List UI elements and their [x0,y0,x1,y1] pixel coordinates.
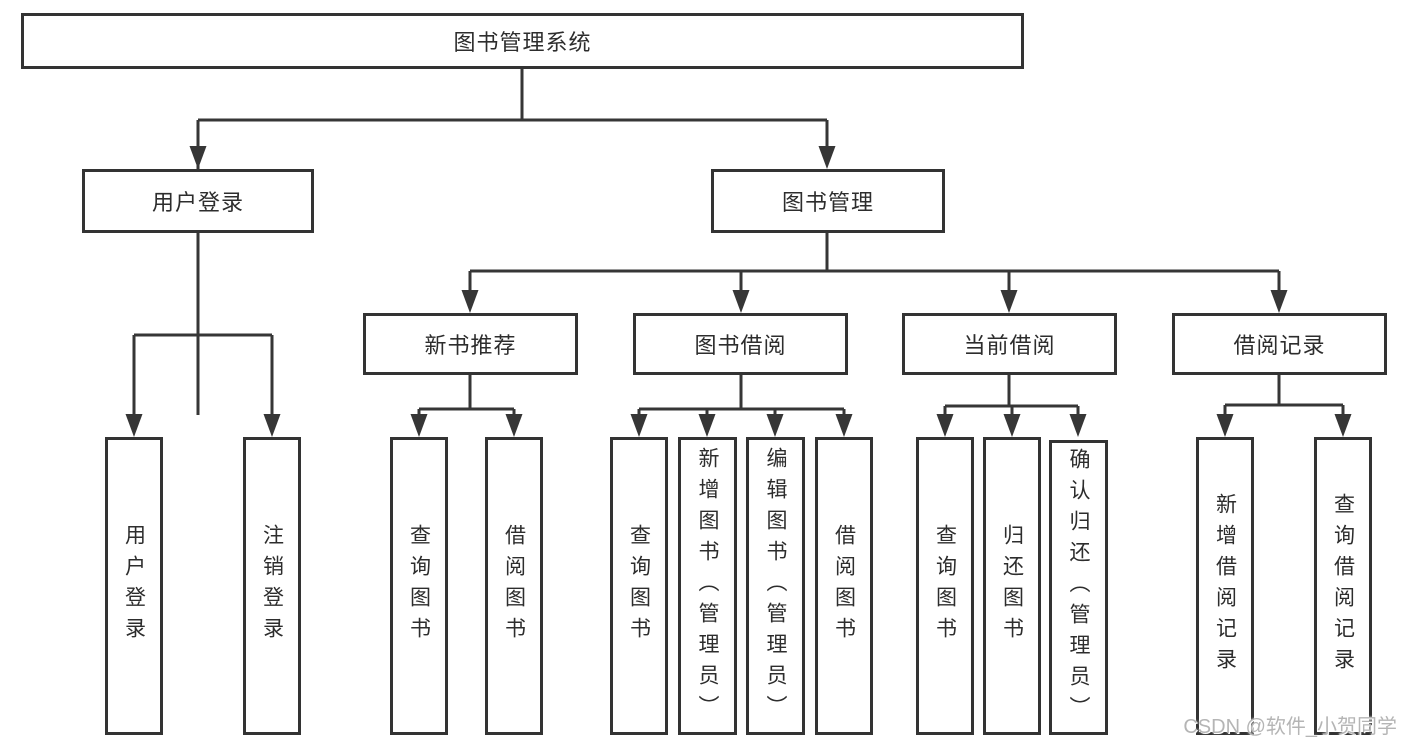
arrow-icon [835,414,853,437]
connector-current-borrow [943,375,1080,415]
arrow-icon [125,414,143,437]
node-label: 新书推荐 [424,333,517,358]
node-book-management: 图书管理 [711,169,945,233]
node-label: 图书管理 [781,190,874,215]
arrow-icon [1270,290,1288,313]
leaf-logout: 注销登录 [243,437,301,735]
node-library-system: 图书管理系统 [21,13,1024,69]
arrow-icon [1334,414,1352,437]
node-label: 借阅记录 [1233,333,1326,358]
arrow-icon [698,414,716,437]
node-user-login: 用户登录 [82,169,314,233]
leaf-query-books: 查询图书 [916,437,974,735]
node-label: 新增图书（管理员） [696,446,719,726]
leaf-query-books: 查询图书 [390,437,448,735]
node-label: 借阅图书 [502,524,526,648]
node-label: 新增借阅记录 [1213,493,1237,679]
node-label: 用户登录 [151,190,244,215]
arrow-icon [630,414,648,437]
csdn-watermark: CSDN @软件_小贺同学 [1183,716,1397,738]
arrow-icon [818,146,836,169]
leaf-query-borrow-record: 查询借阅记录 [1314,437,1372,735]
node-borrow-records: 借阅记录 [1172,313,1387,375]
arrow-icon [505,414,523,437]
leaf-borrow-books: 借阅图书 [815,437,873,735]
arrow-icon [1069,414,1087,437]
connector-user-login [132,232,274,415]
node-book-borrow: 图书借阅 [633,313,848,375]
arrow-icon [189,146,207,169]
leaf-add-book-admin: 新增图书（管理员） [678,437,737,735]
node-label: 归还图书 [1000,524,1024,648]
arrow-icon [1003,414,1021,437]
node-label: 用户登录 [122,524,146,648]
leaf-borrow-books: 借阅图书 [485,437,543,735]
connector-book-management [468,233,1281,290]
node-current-borrow: 当前借阅 [902,313,1117,375]
node-label: 图书借阅 [694,333,787,358]
arrow-icon [461,290,479,313]
arrow-icon [766,414,784,437]
node-label: 当前借阅 [963,333,1056,358]
connector-book-borrow [637,375,846,415]
leaf-add-borrow-record: 新增借阅记录 [1196,437,1254,735]
arrow-icon [732,290,750,313]
connector-borrow-records [1223,375,1345,415]
leaf-edit-book-admin: 编辑图书（管理员） [746,437,805,735]
node-label: 查询借阅记录 [1331,493,1355,679]
connector-new-book [417,375,516,415]
leaf-confirm-return-admin: 确认归还（管理员） [1049,440,1108,735]
node-label: 编辑图书（管理员） [764,446,787,726]
leaf-user-login: 用户登录 [105,437,163,735]
leaf-return-books: 归还图书 [983,437,1041,735]
node-label: 查询图书 [933,524,957,648]
arrow-icon [936,414,954,437]
node-label: 借阅图书 [832,524,856,648]
arrow-icon [1216,414,1234,437]
arrowheads [125,146,1352,437]
arrow-icon [410,414,428,437]
node-label: 确认归还（管理员） [1067,448,1090,727]
arrow-icon [1000,290,1018,313]
leaf-query-books: 查询图书 [610,437,668,735]
arrow-icon [263,414,281,437]
node-label: 查询图书 [627,524,651,648]
connector-root [196,69,829,415]
node-new-book-recommend: 新书推荐 [363,313,578,375]
node-label: 图书管理系统 [453,30,592,55]
node-label: 查询图书 [407,524,431,648]
node-label: 注销登录 [260,524,284,648]
